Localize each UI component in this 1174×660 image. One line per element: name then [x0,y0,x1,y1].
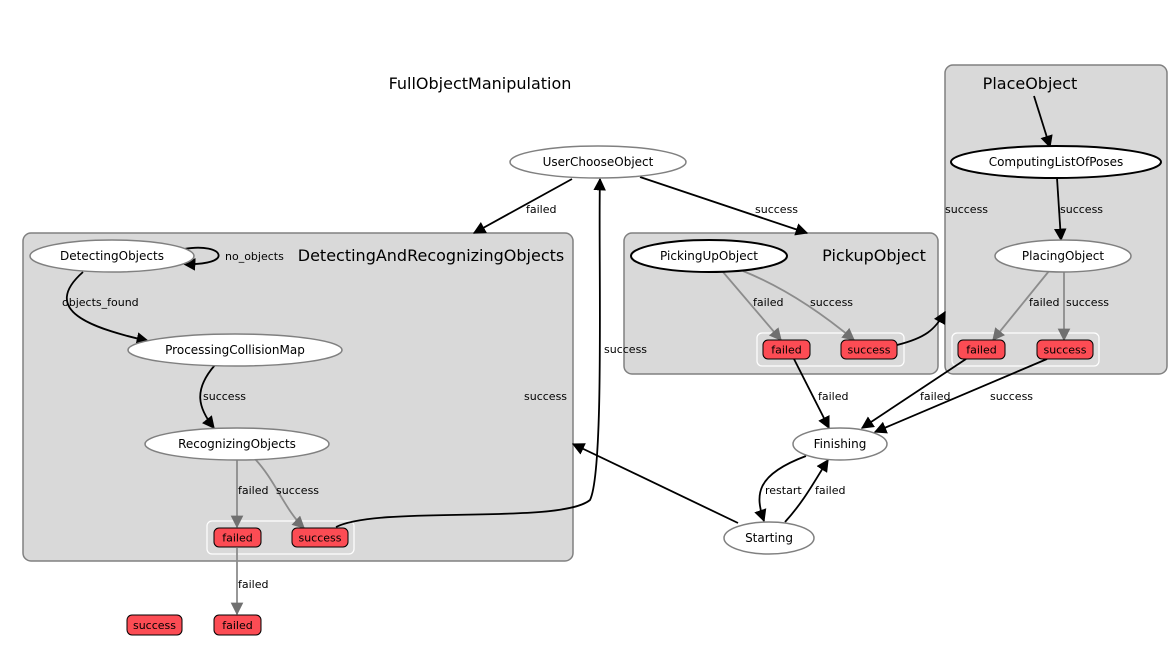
outcome-label-place-success: success [1043,344,1086,357]
state-label-recognizing-objects: RecognizingObjects [178,437,296,451]
state-placing-object[interactable]: PlacingObject [994,239,1132,273]
state-picking-up-object[interactable]: PickingUpObject [630,239,788,273]
state-label-detecting-objects: DetectingObjects [60,249,164,263]
outcome-final-failed[interactable]: failed [213,614,262,636]
edge-label-placing-success: success [1066,296,1109,309]
outcome-label-final-failed: failed [222,619,252,632]
outcome-final-success[interactable]: success [126,614,183,636]
outcome-group-pickup [756,332,905,367]
edge-label-pickup-failed: failed [818,390,848,403]
edge-processing-to-recognizing [199,364,216,429]
state-computing-list-of-poses[interactable]: ComputingListOfPoses [950,145,1162,179]
edge-label-recognizing-success: success [276,484,319,497]
edge-finishing-to-starting [754,455,807,523]
outcome-label-pickup-success: success [847,344,890,357]
edge-picking-to-success [742,270,855,341]
outcome-pickup-failed[interactable]: failed [762,339,811,360]
edge-label-objects-found: objects_found [62,296,139,309]
outcome-label-place-failed: failed [966,344,996,357]
edge-label-detecting-failed: failed [238,578,268,591]
state-finishing[interactable]: Finishing [792,427,888,461]
edge-starting-to-finishing [784,458,829,523]
edge-label-picking-failed: failed [753,296,783,309]
state-label-computing-list-of-poses: ComputingListOfPoses [989,155,1124,169]
cluster-detecting-and-recognizing-objects: DetectingAndRecognizingObjects [22,232,574,562]
outcome-label-final-success: success [133,619,176,632]
edge-place-failed-to-finishing [860,358,967,429]
edge-label-recognizing-failed: failed [238,484,268,497]
state-label-processing-collision-map: ProcessingCollisionMap [165,343,305,357]
edge-detecting-self-loop [182,246,220,271]
edge-label-restart: restart [765,484,802,497]
outcome-label-pickup-failed: failed [771,344,801,357]
state-label-finishing: Finishing [814,437,867,451]
state-starting[interactable]: Starting [723,521,815,555]
outcome-label-detecting-success: success [298,532,341,545]
edge-starting-to-detecting [571,443,739,524]
edge-label-user-failed: failed [526,203,556,216]
edge-detecting-success-to-user [335,177,606,528]
edge-computing-to-placing [1053,177,1067,242]
state-label-placing-object: PlacingObject [1022,249,1104,263]
edge-label-starting-failed: failed [815,484,845,497]
outcome-label-detecting-failed: failed [222,532,252,545]
edge-user-to-pickup [639,176,809,236]
outcome-group-detecting [206,520,355,555]
edge-label-starting-success: success [524,390,567,403]
edge-user-to-detecting [472,178,573,234]
cluster-place-object: PlaceObject [944,64,1168,375]
edge-label-placing-failed: failed [1029,296,1059,309]
edge-label-computing-success: success [1060,203,1103,216]
cluster-title-pickup: PickupObject [822,246,926,265]
state-label-picking-up-object: PickingUpObject [660,249,758,263]
edge-picking-to-failed [722,271,782,341]
diagram-title: FullObjectManipulation [389,74,572,93]
outcome-detecting-success[interactable]: success [291,527,349,548]
state-label-starting: Starting [745,531,793,545]
state-recognizing-objects[interactable]: RecognizingObjects [144,427,330,461]
state-label-user-choose-object: UserChooseObject [543,155,654,169]
state-user-choose-object[interactable]: UserChooseObject [509,145,687,179]
cluster-title-detecting: DetectingAndRecognizingObjects [298,246,565,265]
edge-label-detecting-success-return: success [604,343,647,356]
edge-place-entry-to-computing [1033,95,1053,149]
outcome-group-place [951,332,1100,367]
outcome-place-success[interactable]: success [1036,339,1094,360]
outcome-detecting-failed[interactable]: failed [213,527,262,548]
edge-pickup-failed-to-finishing [793,358,830,430]
edge-pickup-success-to-place [896,310,946,346]
edge-label-pickup-success: success [945,203,988,216]
edge-labels: no_objects objects_found success failed … [62,203,1109,591]
state-processing-collision-map[interactable]: ProcessingCollisionMap [127,333,343,367]
outcome-pickup-success[interactable]: success [840,339,898,360]
edge-label-user-success: success [755,203,798,216]
edge-label-place-failed: failed [920,390,950,403]
edge-label-place-success: success [990,390,1033,403]
state-detecting-objects[interactable]: DetectingObjects [29,239,195,273]
outcome-place-failed[interactable]: failed [957,339,1006,360]
edge-label-no-objects: no_objects [225,250,284,263]
edge-recognizing-to-success [254,458,305,529]
edge-placing-to-failed [992,270,1050,341]
edge-detecting-to-processing [66,271,150,345]
edge-label-processing-success: success [203,390,246,403]
cluster-title-place: PlaceObject [983,74,1078,93]
edge-place-success-to-finishing [873,358,1048,434]
edge-label-picking-success: success [810,296,853,309]
edges [66,95,1071,616]
